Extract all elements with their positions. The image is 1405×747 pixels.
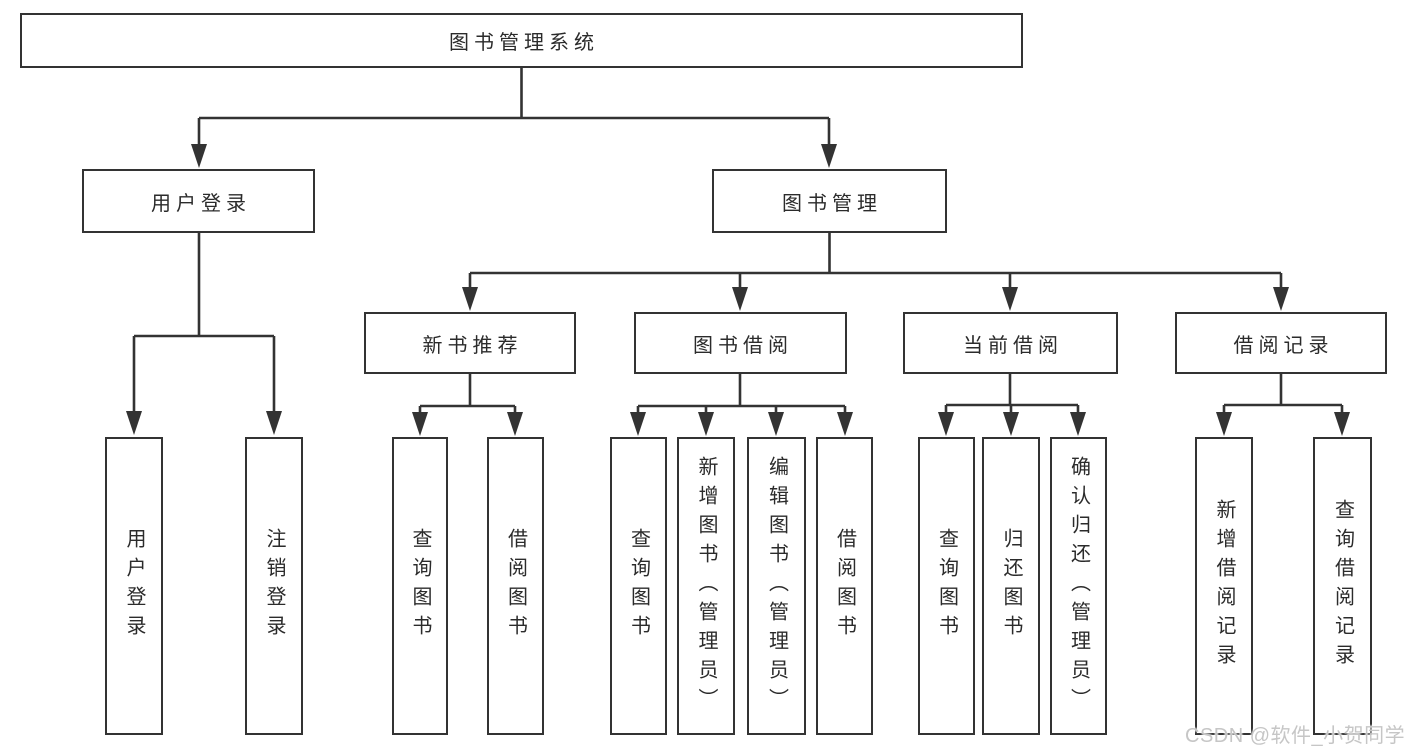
connector-line xyxy=(197,68,831,146)
node-leaf-borrow-books-recommend: 借阅图书 xyxy=(487,437,544,735)
arrowhead xyxy=(412,412,523,436)
connector-line xyxy=(468,232,1283,289)
node-leaf-query-books-recommend-label: 查询图书 xyxy=(409,528,431,644)
node-leaf-logout-label: 注销登录 xyxy=(263,528,285,644)
arrowhead xyxy=(630,412,853,436)
node-leaf-query-books-current: 查询图书 xyxy=(918,437,975,735)
node-leaf-query-borrow-record: 查询借阅记录 xyxy=(1313,437,1372,735)
arrowhead xyxy=(462,287,1289,311)
arrowhead xyxy=(938,412,1086,436)
node-leaf-add-books-admin-label: 新增图书（管理员） xyxy=(695,455,717,717)
node-leaf-borrow-books: 借阅图书 xyxy=(816,437,873,735)
node-leaf-query-borrow-record-label: 查询借阅记录 xyxy=(1331,499,1354,673)
node-current-borrowing: 当前借阅 xyxy=(903,312,1118,374)
node-leaf-borrow-books-recommend-label: 借阅图书 xyxy=(504,528,527,644)
connector-line xyxy=(636,374,847,414)
node-leaf-confirm-return-admin-label: 确认归还（管理员） xyxy=(1067,455,1090,717)
node-leaf-user-login-label: 用户登录 xyxy=(123,528,145,644)
node-book-borrowing: 图书借阅 xyxy=(634,312,847,374)
node-leaf-query-books-borrowing-label: 查询图书 xyxy=(627,528,650,644)
connector-current-borrowing-to-leaves xyxy=(938,374,1086,436)
node-leaf-edit-books-admin-label: 编辑图书（管理员） xyxy=(765,455,788,717)
node-leaf-edit-books-admin: 编辑图书（管理员） xyxy=(747,437,806,735)
node-new-book-recommend: 新书推荐 xyxy=(364,312,576,374)
connector-book-management-to-level3 xyxy=(462,232,1289,311)
node-leaf-user-login: 用户登录 xyxy=(105,437,163,735)
connector-book-borrowing-to-leaves xyxy=(630,374,853,436)
node-book-borrowing-label: 图书借阅 xyxy=(693,334,793,357)
node-new-book-recommend-label: 新书推荐 xyxy=(422,334,523,357)
connector-new-book-recommend-to-leaves xyxy=(412,374,523,436)
connector-line xyxy=(1222,374,1344,414)
node-leaf-add-books-admin: 新增图书（管理员） xyxy=(677,437,735,735)
connector-borrowing-records-to-leaves xyxy=(1216,374,1350,436)
node-root: 图书管理系统 xyxy=(20,13,1023,68)
node-leaf-add-borrow-record-label: 新增借阅记录 xyxy=(1213,499,1235,673)
connector-root-to-level2 xyxy=(191,68,837,168)
node-leaf-query-books-recommend: 查询图书 xyxy=(392,437,448,735)
node-borrowing-records-label: 借阅记录 xyxy=(1233,334,1334,357)
node-leaf-query-books-current-label: 查询图书 xyxy=(935,528,958,644)
node-leaf-return-books: 归还图书 xyxy=(982,437,1040,735)
node-user-login: 用户登录 xyxy=(82,169,315,233)
arrowhead xyxy=(191,144,837,168)
node-leaf-logout: 注销登录 xyxy=(245,437,303,735)
node-leaf-borrow-books-label: 借阅图书 xyxy=(833,528,856,644)
node-root-label: 图书管理系统 xyxy=(449,32,599,54)
node-book-management: 图书管理 xyxy=(712,169,947,233)
node-leaf-query-books-borrowing: 查询图书 xyxy=(610,437,667,735)
node-user-login-label: 用户登录 xyxy=(151,192,251,215)
node-book-management-label: 图书管理 xyxy=(782,192,882,215)
node-leaf-return-books-label: 归还图书 xyxy=(1000,528,1022,644)
node-leaf-add-borrow-record: 新增借阅记录 xyxy=(1195,437,1253,735)
connector-line xyxy=(132,233,276,413)
connector-user-login-to-leaves xyxy=(126,233,282,435)
node-current-borrowing-label: 当前借阅 xyxy=(963,334,1063,357)
connector-line xyxy=(418,374,517,414)
connector-line xyxy=(944,374,1080,414)
csdn-watermark: CSDN @软件_小贺同学 xyxy=(1185,725,1405,747)
arrowhead xyxy=(1216,412,1350,436)
node-leaf-confirm-return-admin: 确认归还（管理员） xyxy=(1050,437,1107,735)
arrowhead xyxy=(126,411,282,435)
node-borrowing-records: 借阅记录 xyxy=(1175,312,1387,374)
